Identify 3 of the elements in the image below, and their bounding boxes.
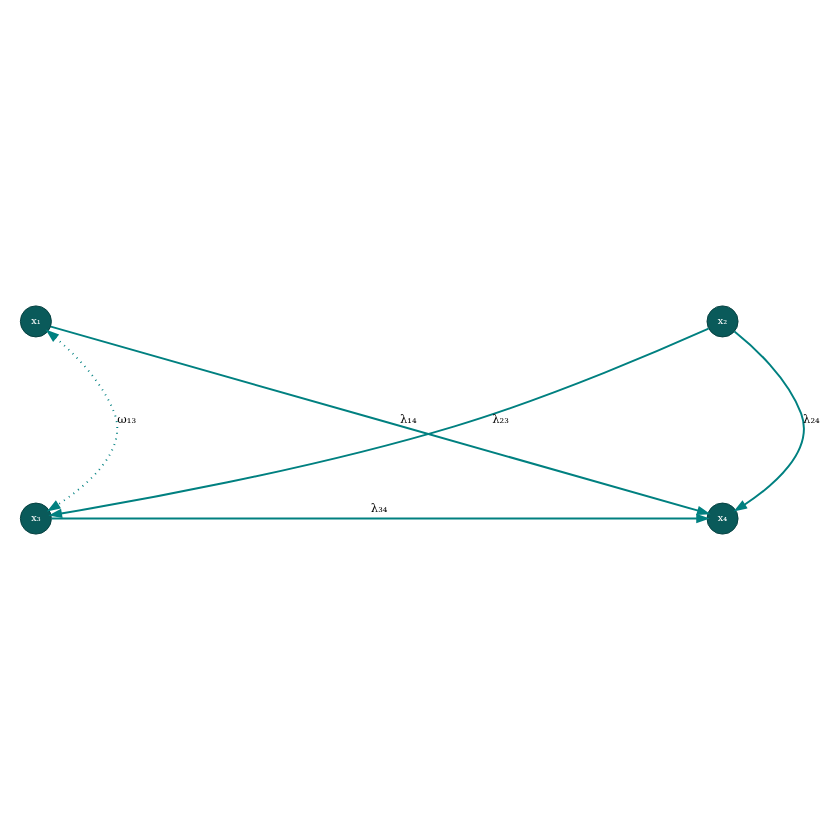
arrow bbox=[45, 329, 119, 512]
arrow bbox=[50, 513, 710, 524]
arrow bbox=[733, 330, 805, 512]
